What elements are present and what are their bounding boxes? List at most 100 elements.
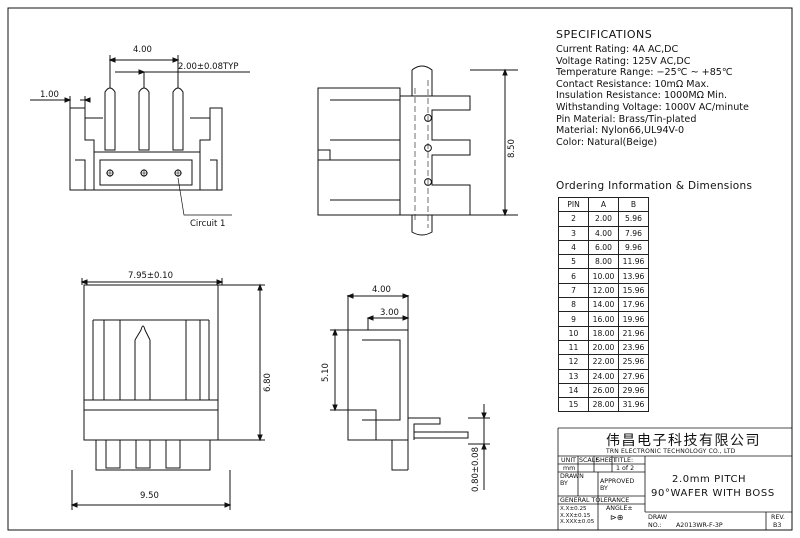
b-cell: 13.96: [618, 268, 649, 284]
b-cell: 31.96: [618, 397, 649, 413]
pin-cell: 10: [558, 325, 589, 341]
dim-side-height: 8.50: [507, 139, 517, 158]
spec-line: Voltage Rating: 125V AC,DC: [556, 55, 691, 67]
top-view: [30, 55, 250, 216]
angle-label: ANGLE±: [606, 505, 633, 512]
circuit-label: Circuit 1: [190, 219, 225, 229]
sheet-border: [7, 7, 793, 531]
pin-cell: 2: [558, 211, 589, 227]
pin-cell: 14: [558, 382, 589, 399]
dim-top-width: 4.00: [133, 45, 152, 55]
side-view-upper: [317, 65, 518, 236]
dim-left-offset: 1.00: [40, 90, 59, 100]
pin-cell: 15: [558, 397, 589, 413]
rev-value: B3: [773, 522, 782, 529]
b-cell: 17.96: [618, 297, 649, 313]
drawn-by-label: DRAWN BY: [560, 473, 584, 487]
pin-cell: 13: [558, 368, 589, 384]
spec-line: Temperature Range: −25℃ ~ +85℃: [556, 67, 733, 79]
b-cell: 29.96: [618, 382, 649, 399]
header-pin: PIN: [558, 196, 589, 213]
a-cell: 26.00: [588, 382, 619, 399]
spec-line: Withstanding Voltage: 1000V AC/minute: [556, 101, 749, 113]
spec-line: Material: Nylon66,UL94V-0: [556, 125, 685, 137]
a-cell: 16.00: [588, 311, 619, 327]
draw-label: DRAW: [648, 514, 668, 521]
a-cell: 8.00: [588, 254, 619, 270]
sheet-value: 1 of 2: [616, 465, 635, 472]
title-block-frame: [557, 427, 792, 530]
pin-cell: 4: [558, 239, 589, 256]
a-cell: 6.00: [588, 239, 619, 256]
side-view-lower: [330, 293, 490, 490]
spec-line: Contact Resistance: 10mΩ Max.: [556, 78, 710, 90]
a-cell: 22.00: [588, 354, 619, 370]
pin-cell: 12: [558, 354, 589, 370]
ordering-title: Ordering Information & Dimensions: [556, 180, 753, 192]
b-cell: 5.96: [618, 211, 649, 227]
dim-bottom-width: 9.50: [140, 491, 159, 501]
dim-side-pin-height: 5.10: [321, 363, 331, 382]
tolerance-list: X.X±0.25 X.XX±0.15 X.XXX±0.05: [560, 506, 594, 526]
b-cell: 27.96: [618, 368, 649, 384]
unit-value: mm: [563, 465, 576, 472]
dim-side-inner: 3.00: [380, 308, 399, 318]
approved-by-label: APPROVED BY: [600, 478, 635, 492]
dim-body-width: 7.95±0.10: [128, 271, 173, 281]
a-cell: 24.00: [588, 368, 619, 384]
spec-line: Pin Material: Brass/Tin-plated: [556, 113, 697, 125]
a-cell: 14.00: [588, 297, 619, 313]
pin-cell: 11: [558, 339, 589, 356]
pin-cell: 5: [558, 254, 589, 270]
a-cell: 10.00: [588, 268, 619, 284]
tolerance-3: X.XXX±0.05: [560, 519, 595, 525]
specifications-title: SPECIFICATIONS: [556, 28, 653, 41]
scale-label: SCALE: [579, 457, 600, 464]
dim-front-height: 6.80: [263, 373, 273, 392]
rev-label: REV.: [771, 514, 785, 521]
b-cell: 9.96: [618, 239, 649, 256]
projection-symbol: ⊳⊕: [610, 513, 624, 522]
pin-cell: 8: [558, 297, 589, 313]
a-cell: 2.00: [588, 211, 619, 227]
title-label: TITLE:: [614, 457, 634, 464]
tolerance-1: X.X±0.25: [560, 506, 587, 512]
b-cell: 21.96: [618, 325, 649, 341]
tolerance-2: X.XX±0.15: [560, 512, 591, 519]
company-name-cn: 伟昌电子科技有限公司: [606, 433, 761, 449]
a-cell: 20.00: [588, 339, 619, 356]
drawing-number: A2013WR-F-3P: [676, 522, 723, 529]
a-cell: 18.00: [588, 325, 619, 341]
pin-cell: 3: [558, 225, 589, 241]
pin-cell: 9: [558, 311, 589, 327]
spec-line: Current Rating: 4A AC,DC: [556, 44, 679, 55]
b-cell: 15.96: [618, 282, 649, 299]
no-label: NO.:: [648, 522, 662, 529]
b-cell: 7.96: [618, 225, 649, 241]
header-b: B: [618, 196, 649, 213]
general-tolerance-label: GENERAL TOLERANCE: [560, 497, 630, 504]
header-a: A: [588, 196, 619, 213]
specifications-list: Current Rating: 4A AC,DC Voltage Rating:…: [556, 44, 749, 148]
a-cell: 12.00: [588, 282, 619, 299]
a-cell: 28.00: [588, 397, 619, 413]
b-cell: 23.96: [618, 339, 649, 356]
unit-label: UNIT: [561, 457, 577, 464]
sheet-label: SHEET: [596, 457, 617, 464]
spec-line: Color: Natural(Beige): [556, 136, 658, 148]
drawing-title-line2: 90°WAFER WITH BOSS: [651, 488, 775, 499]
